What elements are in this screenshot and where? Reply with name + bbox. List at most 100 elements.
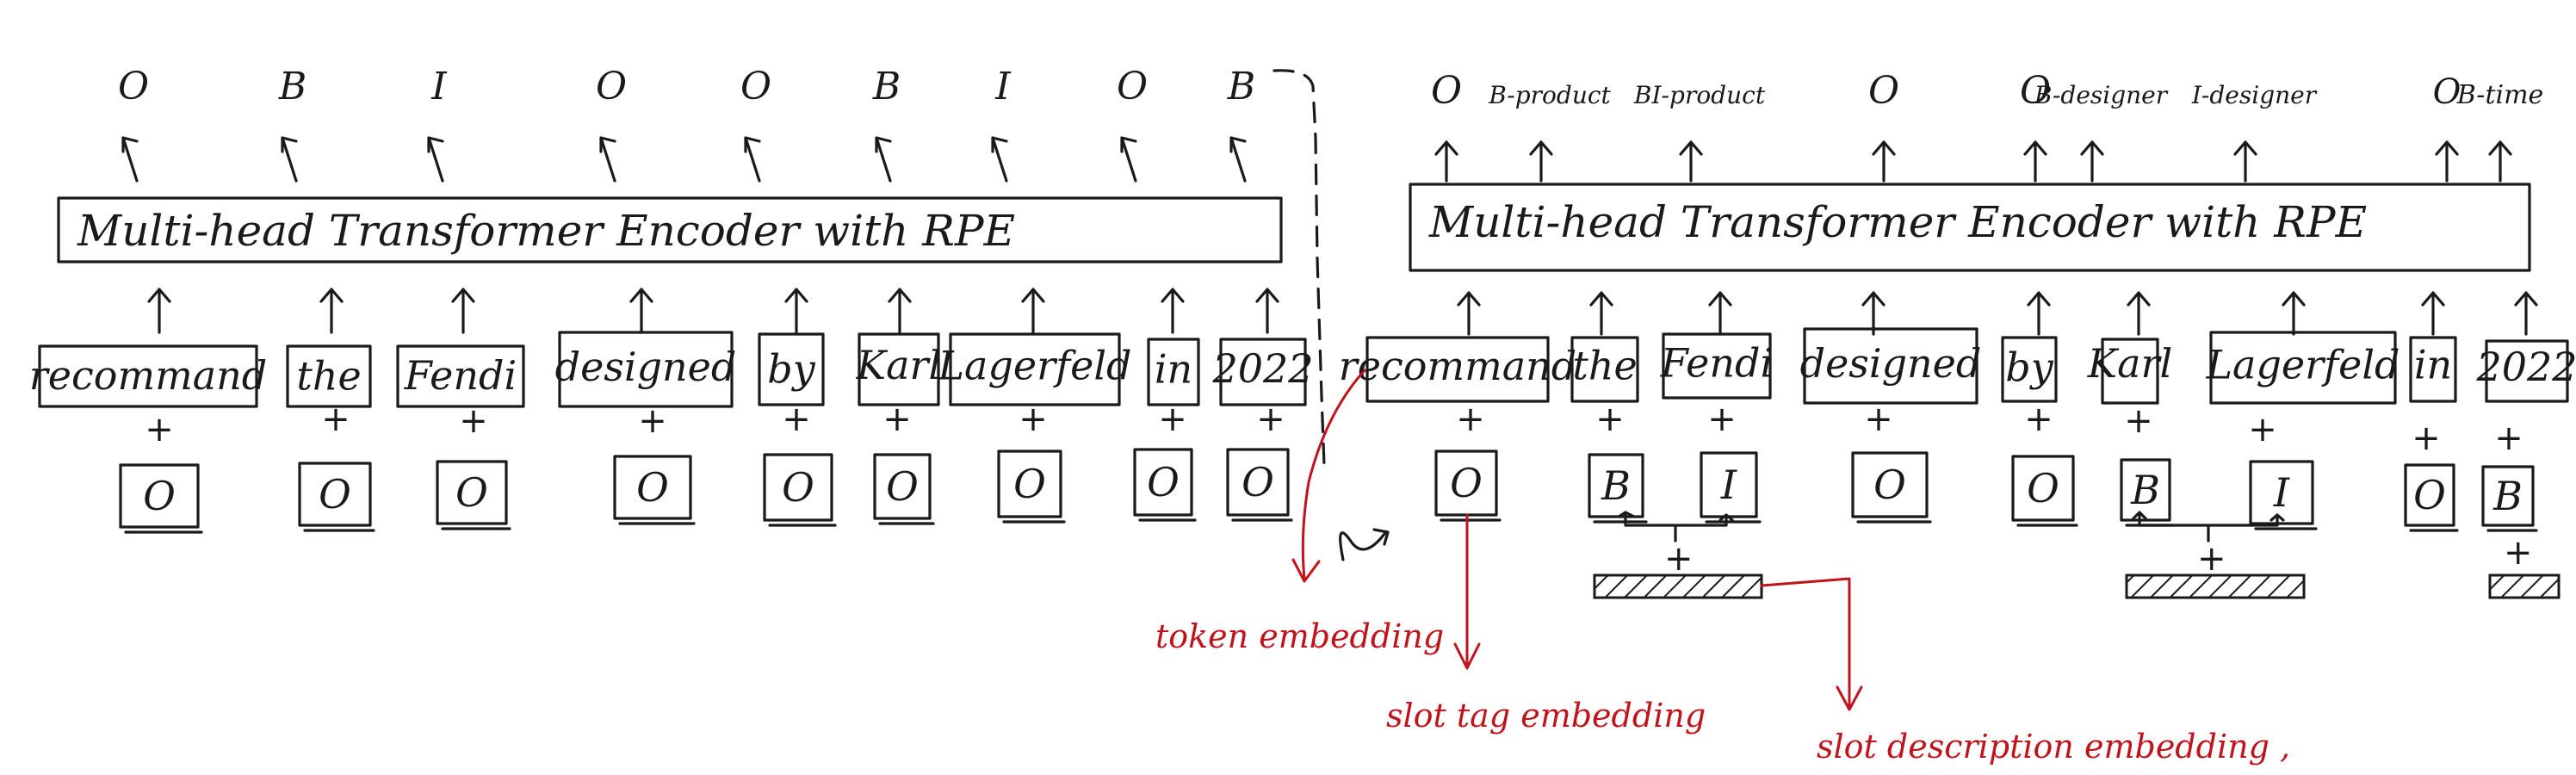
right-input-arrow [2514, 291, 2538, 336]
left-token-9: 2022 [1211, 338, 1314, 406]
left-token-box [1219, 338, 1307, 406]
right-token-box [1365, 336, 1550, 403]
right-token-label: the [1572, 343, 1637, 389]
slot-desc-plus-1: + [1664, 539, 1694, 579]
left-slot-tag-4: O [613, 455, 696, 525]
right-plus-sign: + [1456, 400, 1485, 439]
right-output-label: O [1868, 69, 1899, 113]
right-token-4: designed [1800, 327, 1982, 405]
right-plus-row: +++++++++ [1456, 400, 2523, 458]
right-input-arrow [2282, 291, 2306, 336]
right-input-arrow [1457, 291, 1481, 336]
left-slot-tag-5: O [763, 453, 837, 527]
right-slot-tag-label: I [2273, 469, 2290, 516]
right-slot-tag-4: O [1851, 451, 1932, 524]
right-slot-tag-6: B [2120, 458, 2175, 527]
right-output-arrow [1872, 140, 1896, 183]
right-token-label: designed [1800, 340, 1982, 387]
right-slot-tag-label: O [2413, 472, 2446, 518]
left-output-arrow [875, 136, 892, 183]
left-slot-tag-label: O [455, 469, 488, 516]
right-token-box [1803, 327, 1978, 405]
right-token-box [2409, 336, 2457, 403]
left-token-label: Karl [856, 342, 942, 388]
right-plus-sign: + [2412, 418, 2441, 458]
left-token-label: by [767, 346, 815, 393]
left-output-arrow [427, 136, 444, 183]
left-token-6: Karl [856, 332, 942, 406]
right-input-arrow [1589, 291, 1613, 336]
left-token-3: Fendi [396, 344, 525, 408]
left-plus-sign: + [638, 401, 667, 441]
left-output-arrow [991, 136, 1008, 183]
right-output-arrow [2233, 140, 2257, 183]
left-token-label: the [296, 352, 361, 399]
slot-description-embedding-bar-1 [1593, 574, 1763, 599]
left-plus-sign: + [1158, 400, 1187, 439]
left-input-arrow [1255, 288, 1279, 334]
right-output-label: O [2433, 72, 2461, 112]
slot-description-embedding-annotation: slot description embedding , [1817, 728, 2290, 766]
left-slot-tag-2: O [298, 462, 375, 532]
left-slot-tag-label: O [782, 464, 814, 511]
right-token-box [2101, 338, 2159, 405]
left-slot-tag-label: O [636, 464, 669, 511]
left-output-label: O [118, 65, 149, 108]
left-output-label: O [740, 65, 771, 108]
left-token-label: Lagerfeld [937, 342, 1131, 388]
left-plus-sign: + [782, 400, 811, 439]
left-input-arrow [451, 288, 475, 334]
left-input-arrows [147, 288, 1279, 334]
right-slot-tag-box [2120, 458, 2171, 522]
divider-line [1273, 69, 1326, 467]
right-plus-sign: + [1595, 400, 1625, 439]
left-token-box [1147, 338, 1200, 406]
right-plus-sign: + [2248, 410, 2277, 450]
left-slot-tag-box [298, 462, 372, 527]
right-output-arrow [1679, 140, 1703, 183]
token-embedding-annotation: token embedding [1155, 617, 1444, 655]
right-output-arrow [2435, 140, 2459, 183]
token-embedding-pointer [1291, 369, 1366, 583]
right-slot-tag-label: B [2130, 467, 2160, 513]
left-slot-tag-box [613, 455, 692, 520]
left-slot-tag-3: O [436, 460, 511, 530]
right-slot-tag-label: B [2492, 473, 2523, 519]
left-output-arrow [744, 136, 761, 183]
slot-desc-connector-1 [1617, 511, 1734, 542]
left-token-box [38, 344, 258, 408]
left-slot-tag-box [763, 453, 833, 522]
right-slot-tag-label: O [1873, 462, 1906, 508]
right-plus-sign: + [2494, 418, 2523, 458]
left-input-arrow [319, 288, 344, 334]
right-encoder-box [1409, 183, 2531, 272]
left-plus-sign: + [882, 400, 912, 439]
left-token-box [558, 331, 734, 408]
right-input-arrow [2421, 291, 2445, 336]
right-plus-sign: + [1864, 400, 1893, 439]
slot-description-embedding-bar-3 [2488, 574, 2561, 599]
right-token-2: the [1570, 336, 1639, 403]
right-slot-tag-3: I [1700, 451, 1762, 524]
right-slot-tag-box [2481, 465, 2535, 527]
left-slot-tag-label: O [1013, 461, 1046, 507]
right-slot-tag-5: O [2011, 455, 2078, 527]
right-output-arrow [1529, 140, 1553, 183]
left-token-2: the [286, 344, 372, 408]
left-output-label: O [1117, 65, 1148, 108]
right-output-arrows [1434, 140, 2512, 183]
left-slot-tag-label: O [1147, 459, 1180, 505]
left-slot-tag-box [997, 450, 1062, 518]
right-output-arrow [2080, 140, 2104, 183]
left-output-arrow [281, 136, 298, 183]
left-slot-tag-1: O [119, 463, 203, 534]
left-input-arrow [147, 288, 171, 334]
left-token-box [396, 344, 525, 408]
right-slot-tag-9: B [2481, 465, 2538, 532]
left-output-arrow [599, 136, 616, 183]
right-output-label: B-time [2456, 80, 2544, 110]
